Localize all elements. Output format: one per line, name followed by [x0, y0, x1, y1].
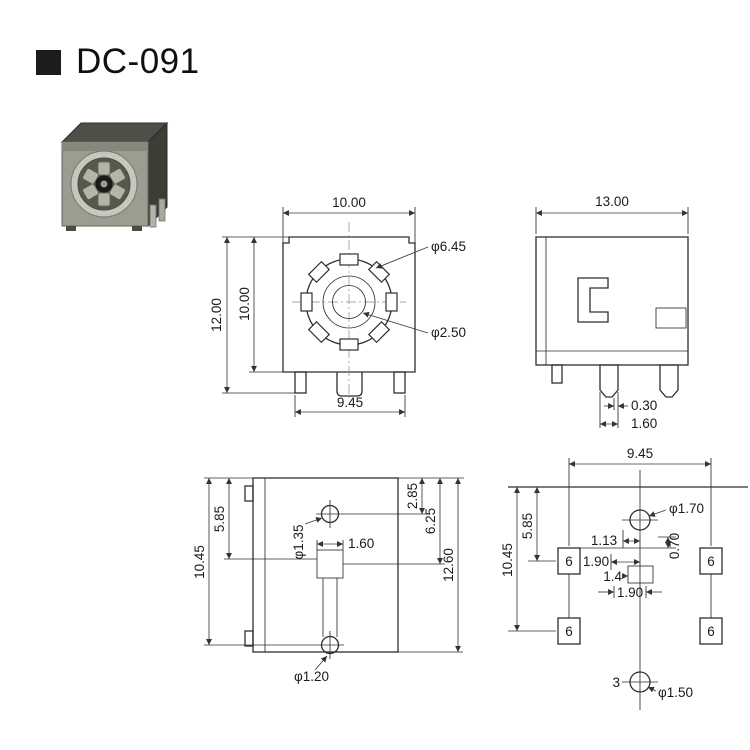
front-dim-height-inner-label: 10.00 [237, 287, 252, 321]
profile-slot [316, 549, 344, 579]
footprint-dim-hole-offset-y-label: 0.70 [667, 533, 682, 559]
photo-pin [149, 204, 157, 228]
footprint-dim-hole-offset-x-label: 1.13 [591, 533, 617, 548]
front-dim-width-bottom-label: 9.45 [337, 395, 363, 410]
footprint-pad-label: 6 [565, 554, 573, 569]
side-pin-mid [599, 364, 619, 398]
profile-dim-left-upper-label: 5.85 [212, 506, 227, 532]
profile-dim-right-full-label: 12.60 [441, 548, 456, 582]
front-dia-center-pin-label: φ2.50 [431, 325, 466, 340]
product-photo [60, 121, 169, 231]
footprint-hole-bottom [622, 671, 658, 693]
footprint-pad-label: 6 [707, 624, 715, 639]
footprint-dim-left-upper: 5.85 [520, 487, 556, 562]
footprint-hole-top [622, 509, 658, 531]
footprint-dim-hole-offset-y: 0.70 [580, 533, 682, 559]
footprint-dim-pitch-lower-label: 1.90 [617, 585, 643, 600]
photo-foot [66, 226, 76, 231]
part-number: DC-091 [76, 42, 200, 81]
side-view: 13.00 0.30 1.60 [535, 194, 689, 431]
profile-pin-bottom [316, 631, 344, 659]
footprint-pad-label: 6 [565, 624, 573, 639]
front-dim-height-outer-label: 12.00 [209, 298, 224, 332]
front-dim-width-top: 10.00 [282, 195, 416, 243]
front-pin-hole-circle [332, 285, 366, 319]
side-dim-pin-width: 1.60 [599, 392, 657, 431]
profile-dia-pin-top-label: φ1.35 [291, 524, 306, 559]
profile-dim-right-full: 12.60 [398, 478, 463, 653]
footprint-dia-hole-bottom: φ1.50 [647, 685, 693, 700]
footprint-dia-hole-top-label: φ1.70 [669, 501, 704, 516]
profile-dia-pin-bottom: φ1.20 [294, 655, 329, 684]
profile-lug-top [244, 485, 254, 502]
footprint-dim-pitch-upper: 1.90 [583, 554, 640, 570]
footprint-dim-pitch-lower: 1.90 [598, 585, 662, 600]
profile-dia-pin-top: φ1.35 [291, 517, 323, 560]
front-center-tab [336, 372, 363, 397]
profile-dim-left-full: 10.45 [192, 478, 316, 646]
profile-dia-pin-bottom-label: φ1.20 [294, 669, 329, 684]
footprint-dim-left-full-label: 10.45 [500, 543, 515, 577]
footprint-pads: 6 6 6 6 [557, 547, 723, 645]
profile-dim-right-upper-label: 2.85 [405, 483, 420, 509]
footprint-dim-hole-offset-x: 1.13 [591, 530, 640, 548]
photo-contact-petals [82, 161, 126, 207]
side-rear-block [655, 307, 687, 329]
profile-view: 5.85 10.45 2.85 6.25 [192, 477, 464, 684]
side-dim-pin-offset: 0.30 [604, 392, 657, 428]
footprint-pad-label: 6 [707, 554, 715, 569]
footprint-dim-width-top: 9.45 [568, 446, 712, 546]
footprint-dia-hole-bottom-label: φ1.50 [658, 685, 693, 700]
front-body-outline [282, 236, 416, 373]
footprint-pin-number: 3 [612, 675, 620, 690]
side-front-lug [551, 364, 563, 384]
profile-pin-top [316, 500, 344, 528]
profile-dim-left-upper: 5.85 [204, 477, 317, 560]
footprint-dim-pad-width-label: 1.4 [603, 569, 622, 584]
footprint-dim-pad-width: 1.4 [603, 569, 628, 584]
side-dim-pin-width-label: 1.60 [631, 416, 657, 431]
front-dia-center-pin: φ2.50 [362, 311, 466, 340]
profile-dim-right-mid: 6.25 [343, 478, 445, 565]
front-dia-opening: φ6.45 [375, 239, 466, 269]
side-pin-rear [659, 364, 679, 398]
front-dim-height-inner: 10.00 [237, 237, 283, 373]
front-view: 10.00 12.00 10.00 9.45 [209, 195, 466, 417]
front-right-pin [393, 371, 406, 394]
front-opening-teeth [300, 253, 398, 351]
front-dim-height-outer: 12.00 [209, 236, 295, 394]
footprint-dim-left-full: 10.45 [500, 487, 556, 632]
front-left-pin [294, 371, 307, 394]
side-dim-pin-offset-label: 0.30 [631, 398, 657, 413]
bullet-square-icon [36, 49, 61, 75]
front-dim-width-top-label: 10.00 [332, 195, 366, 210]
footprint-dim-pitch-upper-label: 1.90 [583, 554, 609, 569]
side-body-outline [535, 236, 689, 366]
footprint-dim-width-top-label: 9.45 [627, 446, 653, 461]
front-dia-opening-label: φ6.45 [431, 239, 466, 254]
side-spring-clip [577, 277, 609, 323]
side-dim-width-top: 13.00 [535, 194, 689, 234]
part-title-block: DC-091 [36, 42, 200, 82]
profile-body-outline [252, 477, 399, 653]
profile-dim-left-full-label: 10.45 [192, 545, 207, 579]
photo-pin [158, 198, 166, 222]
front-dim-width-bottom: 9.45 [294, 395, 406, 417]
profile-dim-slot-width: 1.60 [316, 536, 374, 551]
profile-dim-right-mid-label: 6.25 [423, 508, 438, 534]
footprint-center-pad [627, 565, 654, 584]
photo-center-pin [100, 180, 108, 188]
footprint-dia-hole-top: φ1.70 [648, 501, 704, 517]
profile-dim-slot-width-label: 1.60 [348, 536, 374, 551]
profile-lug-bottom [244, 630, 254, 647]
footprint-view: 9.45 φ1.70 6 6 6 6 [500, 446, 748, 710]
photo-front-shade [62, 142, 148, 151]
photo-foot [132, 226, 142, 231]
profile-dim-right-upper: 2.85 [344, 477, 464, 515]
side-dim-width-top-label: 13.00 [595, 194, 629, 209]
footprint-dim-left-upper-label: 5.85 [520, 513, 535, 539]
front-contact-circle [322, 275, 376, 329]
